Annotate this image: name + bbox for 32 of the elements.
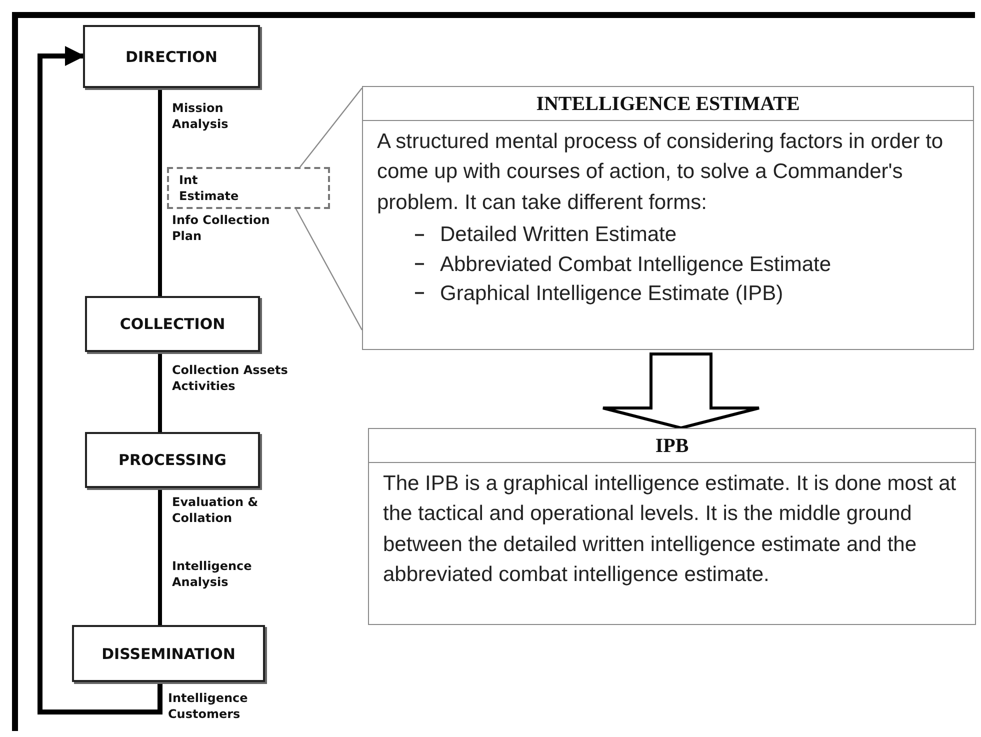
step-label: Intelligence Analysis xyxy=(172,558,253,590)
stage-title: DISSEMINATION xyxy=(102,644,236,662)
step-label: Int Estimate xyxy=(179,172,240,204)
stage-title: PROCESSING xyxy=(118,451,226,469)
process-box xyxy=(83,25,260,88)
step-label: Mission Analysis xyxy=(172,100,230,132)
connector-line xyxy=(158,488,162,625)
process-box xyxy=(85,296,260,352)
connector-line xyxy=(158,352,162,432)
list-item: Abbreviated Combat Intelligence Estimate xyxy=(440,252,832,277)
step-label: Info Collection Plan xyxy=(172,212,271,244)
step-label: Collection Assets Activities xyxy=(172,362,289,394)
text-panel xyxy=(368,428,976,625)
stage-title: DIRECTION xyxy=(126,48,218,66)
dashed-highlight-box xyxy=(167,167,330,209)
connector-line xyxy=(158,88,162,296)
arrow xyxy=(38,46,162,714)
panel-description: The IPB is a graphical intelligence estimate. It is done most at the tactical and operational levels. It is the middle ground between the detailed written intelligence estimate and the abbreviated combat intelligence estimate. xyxy=(382,471,958,588)
process-box xyxy=(72,625,265,682)
panel-heading: INTELLIGENCE ESTIMATE xyxy=(363,87,973,121)
stage-title: COLLECTION xyxy=(120,315,226,333)
process-box xyxy=(85,432,260,488)
text-panel xyxy=(362,86,974,350)
step-label: Evaluation & Collation xyxy=(172,494,260,526)
step-label: Intelligence Customers xyxy=(168,690,249,722)
block-arrow xyxy=(602,352,760,430)
panel-heading: IPB xyxy=(369,429,975,463)
connector-line xyxy=(300,88,362,168)
list-item: Detailed Written Estimate xyxy=(440,222,677,248)
connector-line xyxy=(295,208,363,330)
list-item: Graphical Intelligence Estimate (IPB) xyxy=(440,280,784,306)
panel-description: A structured mental process of considering factors in order to come up with courses of action, to solve a Commander's problem. It can take different forms: xyxy=(376,129,944,216)
